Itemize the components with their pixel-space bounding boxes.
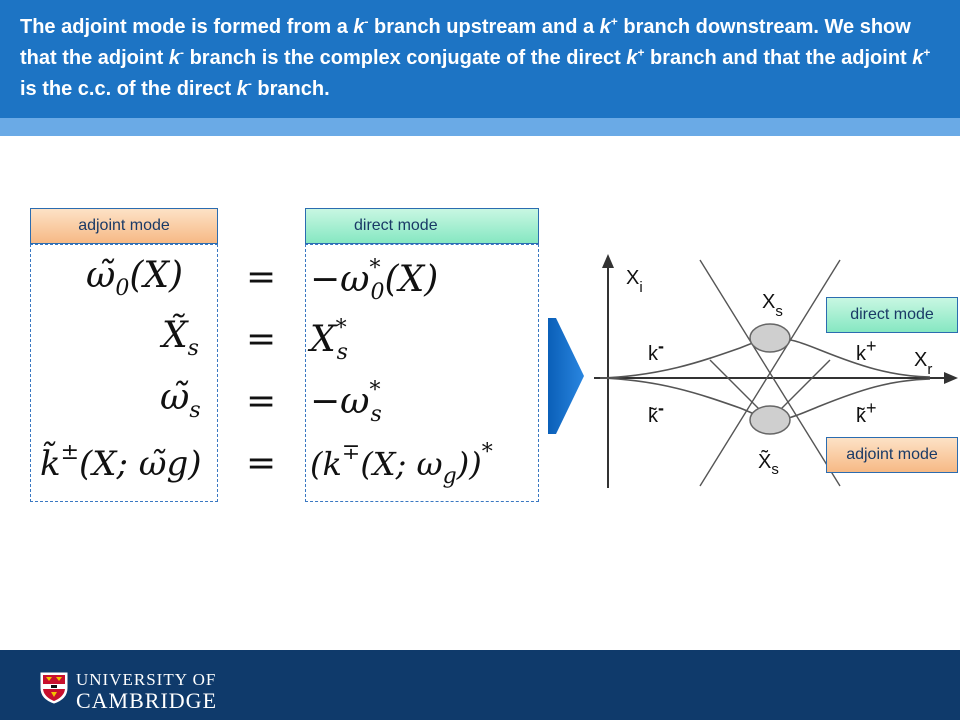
xs-sub: s — [775, 303, 783, 320]
ktplus-sup: + — [866, 398, 877, 418]
eq2-equals: = — [246, 319, 277, 360]
imag-axis-arrow — [602, 254, 614, 268]
svg-text:k+: k+ — [856, 336, 877, 365]
eq4-lhs: k̃±(X; ω̃g) — [40, 440, 202, 484]
xr-sub: r — [927, 361, 932, 378]
svg-text:Xs: Xs — [762, 291, 783, 320]
xi-label: X — [626, 267, 639, 289]
eq4-rhs: (k∓(X; ωg))* — [310, 440, 493, 489]
eq4-equals: = — [246, 443, 277, 484]
header-title: The adjoint mode is formed from a k- bra… — [20, 14, 931, 100]
svg-text:Xr: Xr — [914, 349, 932, 378]
svg-text:k̃+: k̃+ — [856, 398, 877, 427]
svg-text:k̃-: k̃- — [648, 398, 664, 427]
svg-text:Xi: Xi — [626, 267, 643, 296]
eq3-lhs: ω̃s — [160, 377, 201, 423]
eq1-lhs: ω̃0(X) — [86, 255, 184, 301]
diagram-adjoint-mode-label: adjoint mode — [826, 437, 958, 473]
ktminus-sup: - — [658, 398, 664, 418]
cross-line-2 — [699, 259, 841, 487]
eq3-equals: = — [246, 381, 277, 422]
kplus-label: k — [856, 343, 867, 365]
kminus-sup: - — [658, 336, 664, 356]
xr-label: X — [914, 349, 927, 371]
ktminus-label: k̃ — [648, 405, 659, 427]
adjoint-mode-label: adjoint mode — [30, 208, 218, 244]
direct-column-box — [305, 244, 539, 502]
kminus-label: k — [648, 343, 659, 365]
university-name-line1: UNIVERSITY OF — [76, 670, 217, 689]
eq1-equals: = — [246, 257, 277, 298]
xs-tilde-sub: s — [771, 461, 779, 478]
direct-mode-label: direct mode — [305, 208, 539, 244]
lower-saddle-point — [749, 405, 791, 435]
diagram-direct-mode-label: direct mode — [826, 297, 958, 333]
header-strip — [0, 118, 960, 136]
upper-saddle-point — [749, 323, 791, 353]
footer-bar: UNIVERSITY OF CAMBRIDGE — [0, 650, 960, 720]
ktplus-label: k̃ — [856, 405, 867, 427]
kplus-sup: + — [866, 336, 877, 356]
adjoint-column-box — [30, 244, 218, 502]
header-bar — [0, 0, 960, 118]
eq3-rhs: −ω*s — [310, 378, 382, 427]
eq2-lhs: X̃s — [162, 315, 199, 361]
eq2-rhs: X*s — [310, 316, 348, 365]
svg-text:X̃s: X̃s — [758, 450, 779, 478]
university-crest-icon — [40, 672, 68, 704]
real-axis-arrow — [944, 372, 958, 384]
xi-sub: i — [639, 279, 642, 296]
university-name-line2: CAMBRIDGE — [76, 688, 218, 713]
chevron-right-icon — [548, 318, 584, 434]
eq1-rhs: −ω*0(X) — [310, 256, 439, 305]
branch-diagram: Xi Xr Xs X̃s k- k+ k̃- k̃+ — [594, 254, 958, 488]
xs-tilde-label: X̃ — [758, 450, 771, 473]
xs-label: X — [762, 291, 775, 313]
svg-text:k-: k- — [648, 336, 664, 365]
